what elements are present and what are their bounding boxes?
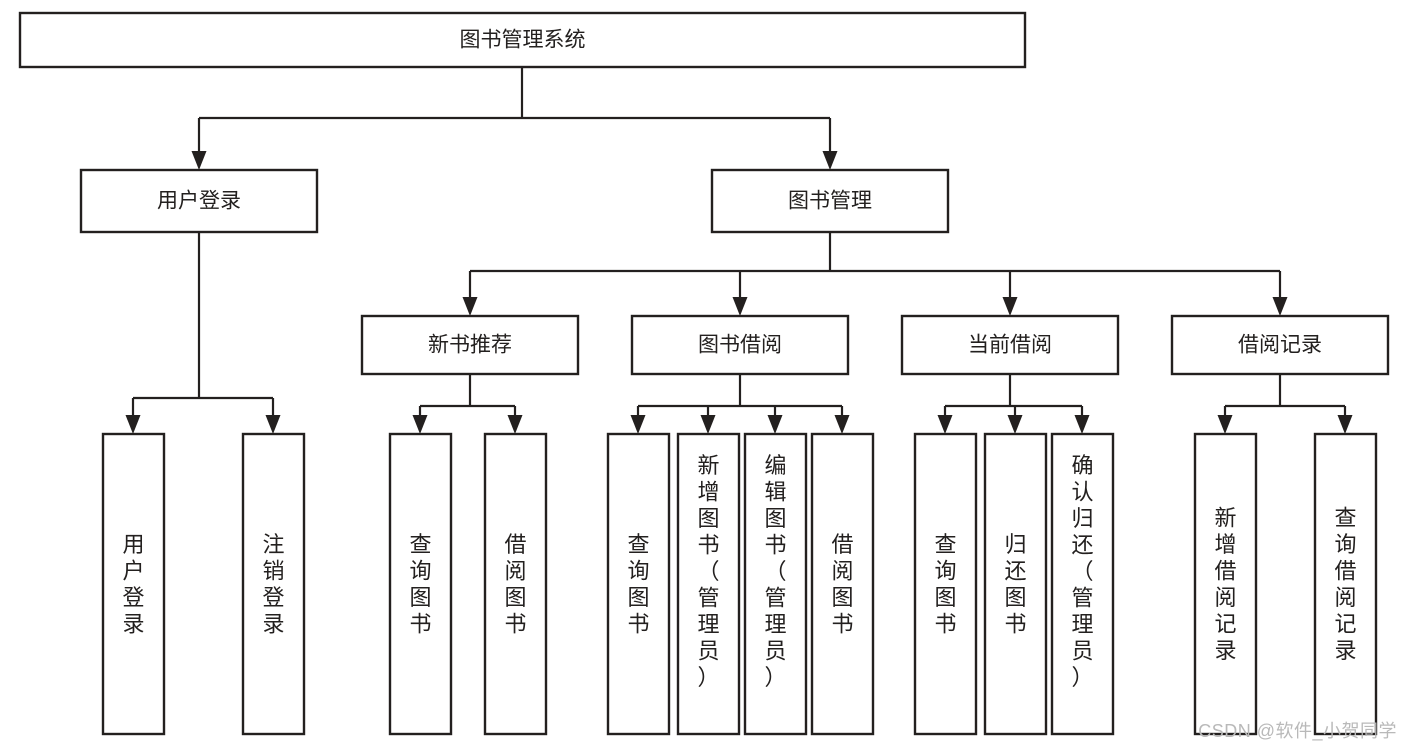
connectors-layer [125, 67, 1353, 434]
node-box-leaf-edit-book-admin[interactable] [743, 432, 808, 736]
node-label-leaf-query-book-rec: 查询图书 [409, 532, 431, 637]
connector-userlogin-to-leaves [125, 232, 281, 434]
node-leaf-logout[interactable]: 注销登录 [241, 432, 306, 736]
csdn-watermark: CSDN @软件_小贺同学 [1198, 721, 1397, 741]
node-label-leaf-query-book-current: 查询图书 [934, 532, 956, 637]
connector-bookborrow-to-leaves [630, 374, 850, 434]
node-box-leaf-query-book-rec[interactable] [388, 432, 453, 736]
node-label-leaf-return-book: 归还图书 [1004, 532, 1026, 637]
node-label-book-borrow: 图书借阅 [698, 334, 782, 357]
nodes-layer: 图书管理系统用户登录图书管理新书推荐图书借阅当前借阅借阅记录用户登录注销登录查询… [18, 11, 1390, 736]
node-book-borrow[interactable]: 图书借阅 [630, 314, 850, 376]
node-undefined[interactable]: 图书管理系统 [18, 11, 1027, 69]
connector-borrowrecord-to-leaves [1217, 374, 1353, 434]
node-leaf-borrow-book-rec[interactable]: 借阅图书 [483, 432, 548, 736]
node-box-book-borrow[interactable] [630, 314, 850, 376]
node-box-new-book-recommend[interactable] [360, 314, 580, 376]
node-box-leaf-return-book[interactable] [983, 432, 1048, 736]
node-label-leaf-edit-book-admin: 编辑图书（管理员） [764, 453, 786, 690]
node-label-new-book-recommend: 新书推荐 [428, 334, 512, 357]
node-box-book-manage[interactable] [710, 168, 950, 234]
node-label-book-manage: 图书管理 [788, 190, 872, 213]
node-box-leaf-logout[interactable] [241, 432, 306, 736]
node-box-current-borrow[interactable] [900, 314, 1120, 376]
node-label-leaf-query-borrow-record: 查询借阅记录 [1334, 506, 1356, 664]
node-leaf-borrow-book[interactable]: 借阅图书 [810, 432, 875, 736]
node-leaf-query-book-borrow[interactable]: 查询图书 [606, 432, 671, 736]
node-label-current-borrow: 当前借阅 [968, 334, 1052, 357]
connector-newbook-to-leaves [412, 374, 523, 434]
node-user-login[interactable]: 用户登录 [79, 168, 319, 234]
node-current-borrow[interactable]: 当前借阅 [900, 314, 1120, 376]
node-box-leaf-user-login[interactable] [101, 432, 166, 736]
connector-root-to-level2 [191, 67, 838, 170]
node-leaf-query-borrow-record[interactable]: 查询借阅记录 [1313, 432, 1378, 736]
node-leaf-query-book-current[interactable]: 查询图书 [913, 432, 978, 736]
node-book-manage[interactable]: 图书管理 [710, 168, 950, 234]
node-label-leaf-confirm-return-admin: 确认归还（管理员） [1071, 453, 1093, 690]
node-leaf-add-book-admin[interactable]: 新增图书（管理员） [676, 432, 741, 736]
node-box-undefined[interactable] [18, 11, 1027, 69]
node-box-leaf-borrow-book-rec[interactable] [483, 432, 548, 736]
node-new-book-recommend[interactable]: 新书推荐 [360, 314, 580, 376]
node-borrow-record[interactable]: 借阅记录 [1170, 314, 1390, 376]
node-leaf-add-borrow-record[interactable]: 新增借阅记录 [1193, 432, 1258, 736]
node-box-leaf-add-book-admin[interactable] [676, 432, 741, 736]
node-label-user-login: 用户登录 [157, 190, 241, 213]
node-leaf-user-login[interactable]: 用户登录 [101, 432, 166, 736]
node-label-leaf-add-book-admin: 新增图书（管理员） [697, 453, 719, 690]
node-leaf-confirm-return-admin[interactable]: 确认归还（管理员） [1050, 432, 1115, 736]
node-box-leaf-confirm-return-admin[interactable] [1050, 432, 1115, 736]
node-label-leaf-logout: 注销登录 [262, 532, 284, 637]
node-label-leaf-borrow-book: 借阅图书 [831, 532, 853, 637]
node-box-leaf-borrow-book[interactable] [810, 432, 875, 736]
node-box-leaf-add-borrow-record[interactable] [1193, 432, 1258, 736]
node-leaf-edit-book-admin[interactable]: 编辑图书（管理员） [743, 432, 808, 736]
node-leaf-query-book-rec[interactable]: 查询图书 [388, 432, 453, 736]
node-leaf-return-book[interactable]: 归还图书 [983, 432, 1048, 736]
connector-currentborrow-to-leaves [937, 374, 1090, 434]
node-box-borrow-record[interactable] [1170, 314, 1390, 376]
node-label-undefined: 图书管理系统 [460, 29, 586, 52]
node-label-leaf-borrow-book-rec: 借阅图书 [504, 532, 526, 637]
node-box-leaf-query-borrow-record[interactable] [1313, 432, 1378, 736]
node-box-leaf-query-book-borrow[interactable] [606, 432, 671, 736]
node-label-borrow-record: 借阅记录 [1238, 334, 1322, 357]
node-label-leaf-user-login: 用户登录 [122, 532, 144, 637]
node-box-leaf-query-book-current[interactable] [913, 432, 978, 736]
connector-bookmanage-to-level3 [462, 232, 1288, 316]
node-label-leaf-add-borrow-record: 新增借阅记录 [1214, 506, 1236, 664]
node-box-user-login[interactable] [79, 168, 319, 234]
node-label-leaf-query-book-borrow: 查询图书 [627, 532, 649, 637]
